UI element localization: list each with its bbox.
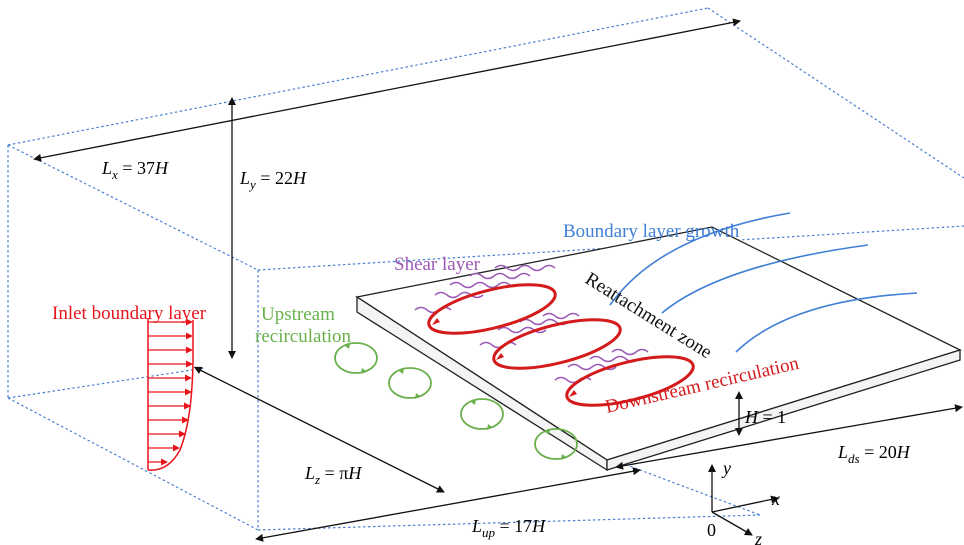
green-vortex [388, 367, 432, 399]
green-vortex [534, 428, 578, 460]
h-label: H = 1 [744, 407, 786, 427]
inlet-profile [147, 318, 194, 471]
downstream-recirculation-rings [427, 283, 695, 407]
boundary-layer-growth-label: Boundary layer growth [563, 221, 740, 242]
axes-triad [708, 464, 779, 536]
red-recirculation-ring [492, 318, 622, 370]
lx-dimension [33, 18, 741, 162]
ly-label: Ly = 22H [239, 168, 307, 192]
domain-box [7, 7, 964, 531]
axis-y-label: y [721, 458, 731, 478]
lx-label: Lx = 37H [101, 158, 169, 182]
axis-x-label: x [771, 489, 780, 509]
lz-label: Lz = πH [304, 463, 362, 487]
lup-label: Lup = 17H [471, 516, 546, 540]
green-vortex [460, 398, 504, 430]
shear-layer-label: Shear layer [394, 254, 481, 275]
lds-dimension [615, 404, 963, 470]
shear-layer-wisps [414, 264, 649, 384]
lup-dimension [255, 467, 641, 542]
red-recirculation-ring [427, 283, 557, 335]
inlet-boundary-layer-label: Inlet boundary layer [52, 303, 207, 324]
upstream-recirculation-label-2: recirculation [255, 326, 352, 347]
boundary-layer-growth-arcs [609, 212, 918, 353]
lds-label: Lds = 20H [837, 442, 911, 466]
upstream-recirculation-label: Upstream [261, 304, 335, 325]
upstream-vortices [334, 342, 578, 460]
red-recirculation-ring [565, 355, 695, 407]
axis-z-label: z [754, 529, 762, 545]
green-vortex [334, 342, 378, 374]
axis-origin-label: 0 [707, 520, 716, 540]
